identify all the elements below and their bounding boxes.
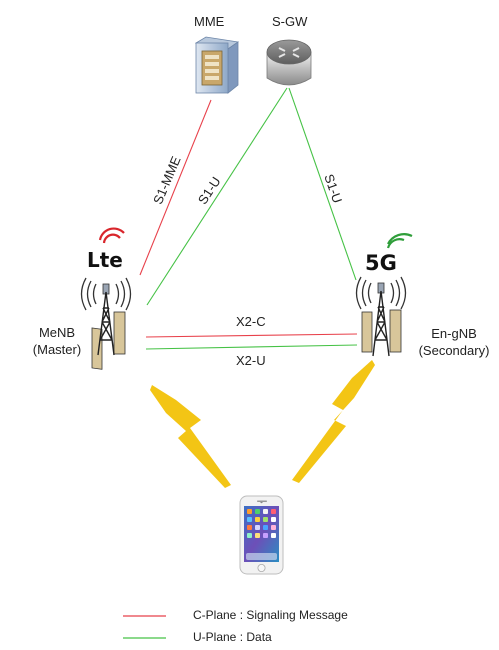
menb-tower-icon xyxy=(80,277,132,370)
5g-logo-icon: 5G xyxy=(365,233,413,275)
lightning-left-icon xyxy=(150,385,231,488)
x2-u-label: X2-U xyxy=(236,353,266,368)
s1-u-left-line xyxy=(146,87,288,306)
mme-server-icon xyxy=(194,36,240,94)
lte-logo-icon: Lte xyxy=(87,227,125,272)
engnb-tower-icon xyxy=(355,276,407,357)
mme-label: MME xyxy=(194,14,225,29)
s1-u-right-line xyxy=(288,87,357,281)
legend-c-plane-text: C-Plane : Signaling Message xyxy=(193,608,348,622)
legend-u-plane-text: U-Plane : Data xyxy=(193,630,272,644)
engnb-name: En-gNB xyxy=(431,326,477,341)
sgw-router-icon xyxy=(266,39,312,86)
lte-logo-text: Lte xyxy=(87,248,123,272)
x2-c-label: X2-C xyxy=(236,314,266,329)
smartphone-icon xyxy=(239,495,284,575)
engnb-role: (Secondary) xyxy=(418,343,490,358)
x2-c-line xyxy=(145,333,358,338)
s1-u-right-label: S1-U xyxy=(321,172,345,205)
lightning-right-icon xyxy=(292,360,375,483)
x2-u-line xyxy=(145,344,358,350)
engnb-label-block: En-gNB (Secondary) xyxy=(410,325,498,359)
5g-logo-text: 5G xyxy=(365,251,397,275)
s1-mme-line xyxy=(139,99,212,276)
menb-name: MeNB xyxy=(38,325,76,340)
menb-label-block: MeNB (Master) xyxy=(24,324,90,358)
sgw-label: S-GW xyxy=(272,14,308,29)
s1-u-left-label: S1-U xyxy=(195,174,224,207)
menb-role: (Master) xyxy=(32,342,82,357)
